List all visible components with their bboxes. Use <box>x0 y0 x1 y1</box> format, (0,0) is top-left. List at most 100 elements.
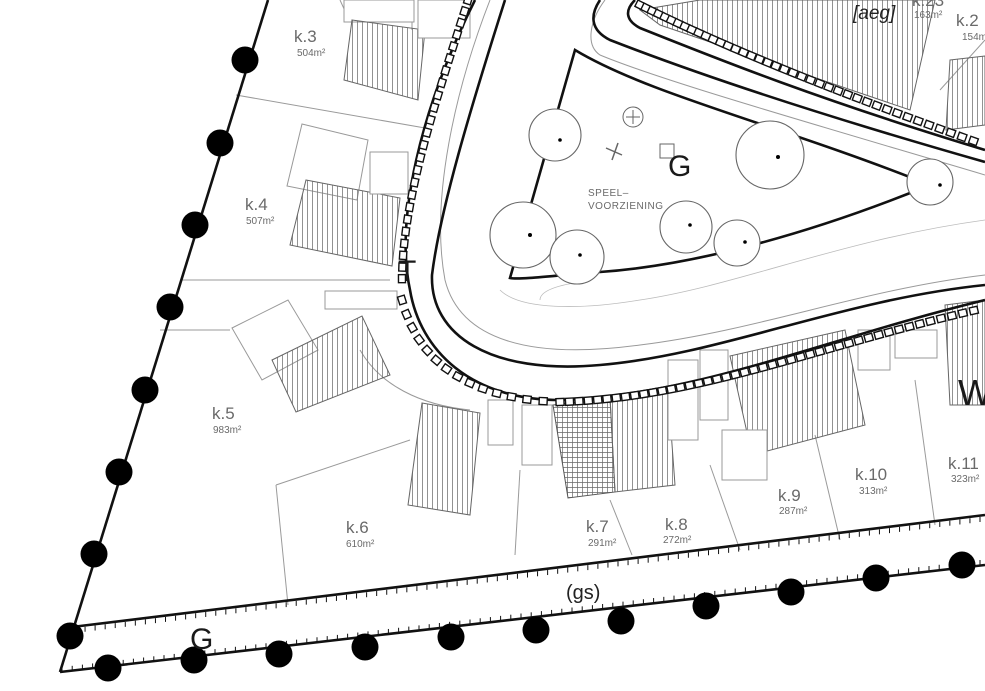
plot-area-k9: 287m² <box>779 506 808 517</box>
parking-block <box>440 64 452 77</box>
black-dot-icon <box>94 654 122 682</box>
parking-block <box>785 354 797 365</box>
playground: SPEEL– VOORZIENING <box>588 106 675 212</box>
parking-block <box>440 362 453 376</box>
plot-area-k2: 154m² <box>962 32 985 43</box>
parking-block <box>893 324 905 335</box>
zone-label-green-center: G <box>668 150 691 183</box>
parking-block <box>753 53 766 65</box>
black-dot-icon <box>56 622 84 650</box>
parking-block <box>702 376 714 387</box>
black-dot-icon <box>351 633 379 661</box>
parking-block <box>851 92 864 104</box>
parking-block <box>933 123 946 135</box>
parking-block <box>739 367 751 378</box>
parking-block <box>491 387 503 399</box>
black-dot-icon <box>437 623 465 651</box>
tree-icon <box>906 158 954 206</box>
plot-area-k3: 504m² <box>297 48 326 59</box>
parking-block <box>766 359 779 371</box>
parking-block <box>729 369 742 380</box>
parking-block <box>583 395 594 406</box>
buildings <box>231 0 985 516</box>
black-dot-icon <box>156 293 184 321</box>
parking-block <box>629 390 641 401</box>
parking-block <box>901 111 914 123</box>
zone-labels: G G T W [aeg] (gs) <box>190 3 985 656</box>
parking-block <box>436 77 448 89</box>
plot-label-k4: k.4 <box>245 195 268 214</box>
parking-block <box>912 115 925 127</box>
parking-block <box>903 321 916 332</box>
parking-block <box>406 189 418 201</box>
trees <box>489 108 954 285</box>
parking-block <box>656 385 668 396</box>
parking-block <box>451 370 464 383</box>
parking-block <box>638 389 650 399</box>
parking-block <box>506 391 517 402</box>
parking-block <box>675 382 686 393</box>
gs-label: (gs) <box>566 582 600 604</box>
parking-block <box>406 321 419 334</box>
parking-block <box>843 337 855 349</box>
parking-block <box>787 67 799 79</box>
parking-block <box>693 378 705 389</box>
black-dot-icon <box>522 616 550 644</box>
plot-area-k4: 507m² <box>246 216 275 227</box>
parking-block <box>459 5 470 18</box>
parking-block <box>432 89 444 101</box>
tree-icon <box>528 108 582 162</box>
plot-area-k10: 313m² <box>859 486 888 497</box>
parking-block <box>573 396 584 406</box>
black-dot-icon <box>265 640 293 668</box>
parking-block <box>814 346 826 357</box>
parking-block <box>430 353 443 367</box>
parking-block <box>968 305 980 316</box>
parking-block <box>711 373 723 385</box>
black-dot-icon <box>231 46 259 74</box>
parking-block <box>620 391 631 402</box>
black-dot-icon <box>181 211 209 239</box>
parking-block <box>883 326 895 338</box>
playground-label-2: VOORZIENING <box>588 201 664 212</box>
plot-area-k6: 610m² <box>346 539 375 550</box>
parking-block <box>823 343 836 355</box>
plot-labels: k.3 504m² k.4 507m² k.5 983m² k.6 610m² … <box>212 0 985 550</box>
parking-block <box>881 103 893 115</box>
parking-block <box>757 362 769 373</box>
parking-block <box>396 294 408 306</box>
parking-block <box>967 135 980 147</box>
parking-block <box>611 393 622 403</box>
parking-block <box>776 356 788 368</box>
parking-block <box>447 40 459 53</box>
plot-label-k23: k.23 <box>912 0 944 10</box>
parking-block <box>956 131 968 143</box>
parking-block <box>647 387 659 398</box>
parking-block <box>769 60 782 72</box>
parking-block <box>398 250 408 261</box>
parking-block <box>402 214 413 225</box>
plot-area-k23: 163m² <box>914 10 943 21</box>
parking-block <box>415 151 426 164</box>
parking-block <box>421 126 433 139</box>
plot-label-k3: k.3 <box>294 27 317 46</box>
parking-block <box>538 396 549 406</box>
black-dot-icon <box>206 129 234 157</box>
parking-block <box>822 81 835 93</box>
parking-block <box>409 176 420 188</box>
plot-label-k9: k.9 <box>778 486 801 505</box>
zone-label-residential: W <box>958 372 985 413</box>
tree-icon <box>489 201 557 269</box>
parking-block <box>832 85 845 97</box>
parking-block <box>924 315 936 327</box>
parking-block <box>400 308 413 321</box>
black-dot-icon <box>180 646 208 674</box>
aeg-label: [aeg] <box>852 3 896 24</box>
parking-block <box>946 310 958 321</box>
boundary-markers <box>56 46 976 682</box>
parking-block <box>945 127 957 139</box>
playground-label-1: SPEEL– <box>588 188 629 199</box>
parking-block <box>444 52 455 65</box>
zone-label-green-bottom: G <box>190 623 213 656</box>
